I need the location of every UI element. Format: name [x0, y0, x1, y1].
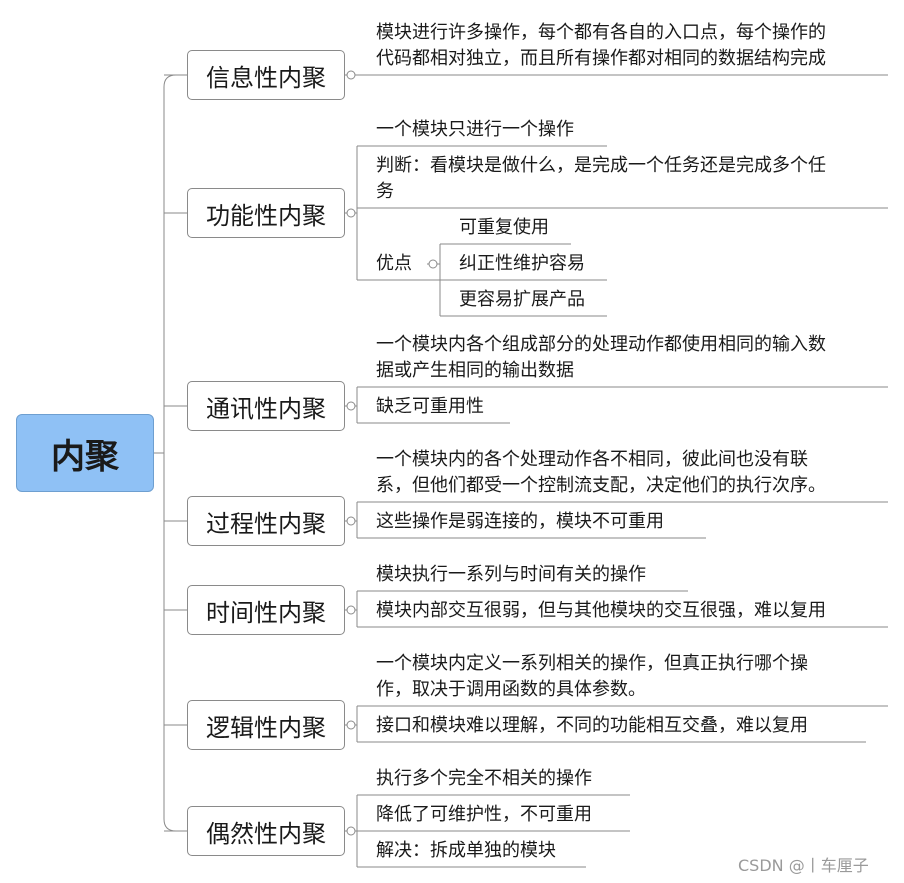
leaf-text: 模块内部交互很弱，但与其他模块的交互很强，难以复用 — [376, 600, 826, 621]
leaf-text: 这些操作是弱连接的，模块不可重用 — [376, 511, 664, 532]
collapse-dot-icon[interactable] — [346, 208, 356, 218]
branch-node-logical[interactable]: 逻辑性内聚 — [187, 700, 345, 750]
leaf-text: 系，但他们都受一个控制流支配，决定他们的执行次序。 — [376, 475, 826, 496]
watermark: CSDN @丨车厘子 — [738, 856, 869, 875]
leaf-text: 缺乏可重用性 — [376, 396, 484, 417]
leaf-text: 一个模块只进行一个操作 — [376, 119, 574, 140]
branch-node-coincidental[interactable]: 偶然性内聚 — [187, 806, 345, 856]
collapse-dot-icon[interactable] — [428, 259, 438, 269]
leaf-text: 一个模块内各个组成部分的处理动作都使用相同的输入数 — [376, 334, 826, 355]
leaf-text: 判断：看模块是做什么，是完成一个任务还是完成多个任 — [376, 155, 826, 176]
leaf-text: 降低了可维护性，不可重用 — [376, 804, 592, 825]
leaf-text: 执行多个完全不相关的操作 — [376, 768, 592, 789]
branch-node-temporal[interactable]: 时间性内聚 — [187, 585, 345, 635]
branch-node-procedural[interactable]: 过程性内聚 — [187, 496, 345, 546]
root-node[interactable]: 内聚 — [16, 414, 154, 492]
connector-line — [163, 74, 177, 88]
collapse-dot-icon[interactable] — [346, 720, 356, 730]
connector-line — [163, 818, 177, 832]
leaf-text: 代码都相对独立，而且所有操作都对相同的数据结构完成 — [376, 48, 826, 69]
leaf-text: 一个模块内的各个处理动作各不相同，彼此间也没有联 — [376, 449, 808, 470]
branch-node-functional[interactable]: 功能性内聚 — [187, 188, 345, 238]
leaf-text-advantages: 优点 — [376, 253, 412, 274]
collapse-dot-icon[interactable] — [346, 401, 356, 411]
leaf-text: 模块执行一系列与时间有关的操作 — [376, 564, 646, 585]
leaf-text: 解决：拆成单独的模块 — [376, 840, 556, 861]
collapse-dot-icon[interactable] — [346, 605, 356, 615]
sub-leaf-text: 可重复使用 — [459, 217, 549, 238]
leaf-text: 模块进行许多操作，每个都有各自的入口点，每个操作的 — [376, 22, 826, 43]
collapse-dot-icon[interactable] — [346, 516, 356, 526]
branch-node-communicational[interactable]: 通讯性内聚 — [187, 381, 345, 431]
sub-leaf-text: 更容易扩展产品 — [459, 289, 585, 310]
leaf-text: 务 — [376, 181, 394, 202]
leaf-text: 据或产生相同的输出数据 — [376, 360, 574, 381]
branch-node-informational[interactable]: 信息性内聚 — [187, 50, 345, 100]
sub-leaf-text: 纠正性维护容易 — [459, 253, 585, 274]
leaf-text: 作，取决于调用函数的具体参数。 — [376, 679, 646, 700]
collapse-dot-icon[interactable] — [346, 826, 356, 836]
leaf-text: 接口和模块难以理解，不同的功能相互交叠，难以复用 — [376, 715, 808, 736]
collapse-dot-icon[interactable] — [346, 70, 356, 80]
leaf-text: 一个模块内定义一系列相关的操作，但真正执行哪个操 — [376, 653, 808, 674]
